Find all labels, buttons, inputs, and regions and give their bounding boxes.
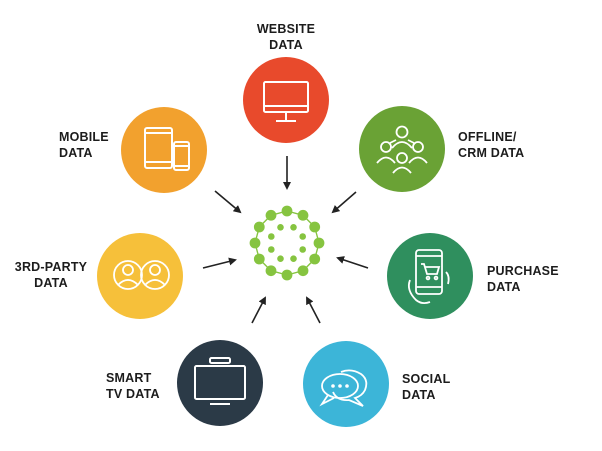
offline-label-line1: OFFLINE/ <box>458 130 517 144</box>
social-label-line1: SOCIAL <box>402 372 451 386</box>
hub-inner-node <box>277 223 284 231</box>
hub-inner-node <box>290 255 297 263</box>
hub-outer-node <box>309 221 321 233</box>
network-hub-icon <box>249 205 325 281</box>
smarttv-label-line1: SMART <box>106 371 152 385</box>
arrow-social <box>306 296 321 324</box>
hub-inner-node <box>277 255 284 263</box>
two-profiles-icon <box>113 260 170 290</box>
arrow-offline <box>331 191 357 214</box>
hub-outer-node <box>253 221 265 233</box>
thirdparty-circle <box>97 233 183 319</box>
thirdparty-label-line1: 3RD-PARTY <box>14 260 88 274</box>
offline-circle <box>359 106 445 192</box>
social-data-node <box>303 341 389 427</box>
arrow-thirdparty <box>202 257 237 269</box>
chat-dots <box>331 384 349 388</box>
smarttv-label: SMART TV DATA <box>106 370 176 402</box>
hub-outer-node <box>297 265 309 277</box>
social-label: SOCIAL DATA <box>402 371 482 403</box>
chat-bubbles-icon <box>319 369 368 407</box>
hub-outer-node <box>265 265 277 277</box>
mobile-label-line1: MOBILE <box>59 130 109 144</box>
purchase-data-node <box>387 233 473 319</box>
hub-inner-node <box>299 233 307 240</box>
mobile-circle <box>121 107 207 193</box>
offline-crm-data-node <box>359 106 445 192</box>
people-group-icon <box>376 125 428 174</box>
hub-outer-node <box>253 253 265 265</box>
hub-outer-node <box>313 237 325 249</box>
desktop-monitor-icon <box>263 81 309 122</box>
hub-inner-node <box>267 233 275 240</box>
arrow-smarttv <box>251 296 266 324</box>
mobile-label: MOBILE DATA <box>59 129 129 161</box>
hub-outer-node <box>249 237 261 249</box>
website-label: WEBSITE DATA <box>245 21 327 53</box>
hub-outer-node <box>281 205 293 217</box>
website-label-line1: WEBSITE <box>256 22 316 36</box>
website-circle <box>243 57 329 143</box>
hub-outer-node <box>265 209 277 221</box>
hub-inner-node <box>299 246 307 253</box>
television-icon <box>194 357 246 405</box>
hub-outer-node <box>297 209 309 221</box>
hub-outer-node <box>281 269 293 281</box>
thirdparty-label-line2: DATA <box>34 276 68 290</box>
hub-inner-node <box>267 246 275 253</box>
mobile-label-line2: DATA <box>59 146 93 160</box>
purchase-label: PURCHASE DATA <box>487 263 587 295</box>
mobile-shopping-cart-icon <box>407 249 450 305</box>
mobile-data-node <box>121 107 207 193</box>
offline-label-line2: CRM DATA <box>458 146 525 160</box>
purchase-circle <box>387 233 473 319</box>
offline-label: OFFLINE/ CRM DATA <box>458 129 568 161</box>
hub-outer-node <box>309 253 321 265</box>
thirdparty-label: 3RD-PARTY DATA <box>8 259 94 291</box>
social-label-line2: DATA <box>402 388 436 402</box>
arrow-purchase <box>336 256 369 269</box>
website-data-node <box>243 57 329 143</box>
tablet-phone-icon <box>144 127 190 171</box>
purchase-label-line1: PURCHASE <box>487 264 559 278</box>
social-circle <box>303 341 389 427</box>
arrows <box>202 156 369 324</box>
purchase-label-line2: DATA <box>487 280 521 294</box>
arrow-mobile <box>214 190 242 214</box>
smart-tv-data-node <box>177 340 263 426</box>
smarttv-circle <box>177 340 263 426</box>
hub-inner-node <box>290 223 297 231</box>
third-party-data-node <box>97 233 183 319</box>
website-label-line2: DATA <box>269 38 303 52</box>
smarttv-label-line2: TV DATA <box>106 387 160 401</box>
